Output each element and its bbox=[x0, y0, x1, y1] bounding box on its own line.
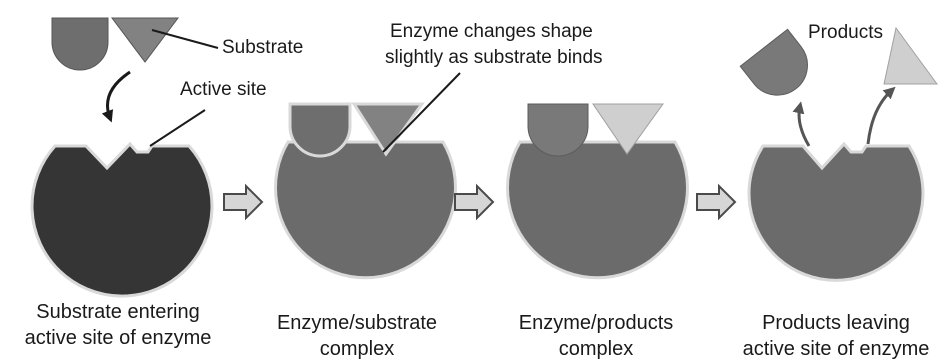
caption-2-line1: Enzyme/substrate bbox=[277, 312, 437, 334]
stage-3 bbox=[508, 104, 688, 278]
substrate-triangle-shape bbox=[112, 18, 178, 62]
step-arrow-3 bbox=[697, 186, 735, 218]
caption-4-line1: Products leaving bbox=[762, 312, 910, 334]
bound-substrate-dome-shape bbox=[290, 104, 350, 156]
enzyme-released bbox=[749, 144, 923, 280]
caption-1-line2: active site of enzyme bbox=[25, 327, 212, 349]
enzyme-free bbox=[32, 144, 212, 296]
stage-1: Substrate Active site bbox=[32, 18, 303, 296]
released-product-triangle-shape bbox=[884, 28, 937, 84]
stage-4: Products bbox=[740, 22, 937, 280]
shape-change-label-line2: slightly as substrate binds bbox=[385, 47, 603, 68]
leaving-arrow-left bbox=[799, 106, 809, 146]
caption-4-line2: active site of enzyme bbox=[743, 338, 930, 360]
leaving-arrow-right bbox=[868, 90, 892, 144]
caption-3-line1: Enzyme/products bbox=[519, 312, 674, 334]
caption-2-line2: complex bbox=[320, 338, 394, 360]
caption-3-line2: complex bbox=[559, 338, 633, 360]
products-label: Products bbox=[808, 22, 883, 43]
shape-change-label-line1: Enzyme changes shape bbox=[390, 21, 593, 42]
caption-1-line1: Substrate entering bbox=[36, 301, 199, 323]
entry-arrow bbox=[108, 72, 131, 118]
enzyme-substrate-complex bbox=[276, 142, 456, 278]
substrate-label: Substrate bbox=[222, 37, 303, 58]
active-site-pointer-line bbox=[150, 110, 205, 146]
step-arrow-1 bbox=[224, 186, 262, 218]
substrate-dome-shape bbox=[52, 18, 108, 70]
active-site-label: Active site bbox=[180, 79, 267, 100]
step-arrow-2 bbox=[455, 186, 493, 218]
enzyme-products-complex bbox=[508, 142, 688, 278]
